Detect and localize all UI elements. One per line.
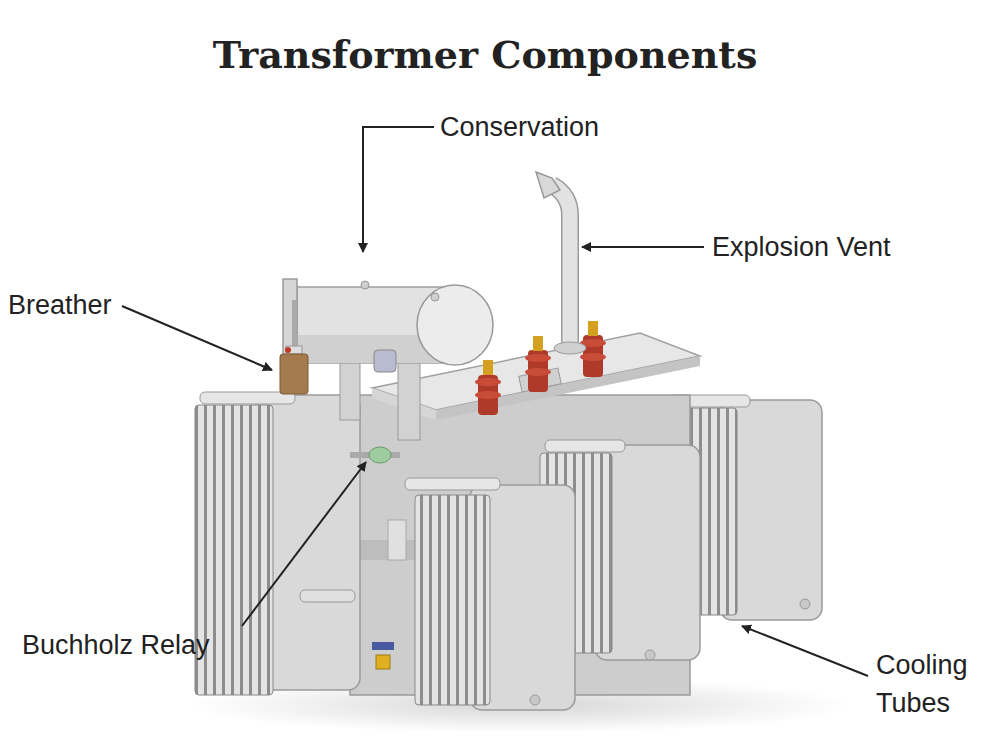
part-label: Buchholz Relay [22,626,210,664]
leader-lines-part [242,462,366,626]
bushings-part [475,391,501,399]
part-label: Cooling Tubes [876,646,992,722]
bushings-part [533,336,543,351]
radiator-left [195,392,360,695]
explosion-vent [536,172,586,354]
conservator-tank-part [340,360,360,420]
explosion-vent-part [552,185,570,350]
radiator-front-part [530,695,540,705]
bushings-part [525,368,551,376]
conservator-tank [283,279,493,440]
leader-lines-part [582,246,704,248]
diagram-title: Transformer Components [0,32,970,77]
conservator-tank-part [417,285,493,365]
bushings-part [580,353,606,361]
conservator-tank-part [361,281,369,289]
breather [280,300,308,394]
breather-part [286,346,302,354]
drain-valve-part [372,642,394,650]
explosion-vent-part [536,172,560,198]
breather-part [285,347,291,353]
explosion-vent-part [554,342,586,354]
bushings-part [588,321,598,336]
radiator-front-part [405,478,500,490]
conservator-tank-part [374,350,396,372]
leader-lines-part [363,127,434,252]
bushings-part [483,360,493,375]
tank-body-part [388,520,406,560]
part-label: Explosion Vent [712,228,891,266]
radiator-front [405,478,575,710]
leader-lines-part [122,306,272,370]
drain-valve-part [376,655,390,669]
tank-body-part [436,356,700,420]
radiator-far-right-part [800,599,810,609]
breather-part [280,354,308,394]
bushings-part [475,378,501,386]
conservator-tank-part [431,293,439,301]
buchholz-relay [350,447,400,463]
conservator-tank-part [398,360,420,440]
radiator-right-part [645,650,655,660]
radiator-right-part [545,440,625,452]
drain-valve [372,642,394,669]
radiator-left-part [300,590,355,602]
bushings-part [525,354,551,362]
breather-part [292,300,296,352]
buchholz-relay-part [369,447,391,463]
leader-lines-part [742,626,868,676]
part-label: Conservation [440,108,599,146]
leader-lines [122,127,868,676]
part-label: Breather [8,286,112,324]
explosion-vent-part [552,185,570,350]
bushings [475,321,606,415]
radiator-front-part [415,495,490,705]
